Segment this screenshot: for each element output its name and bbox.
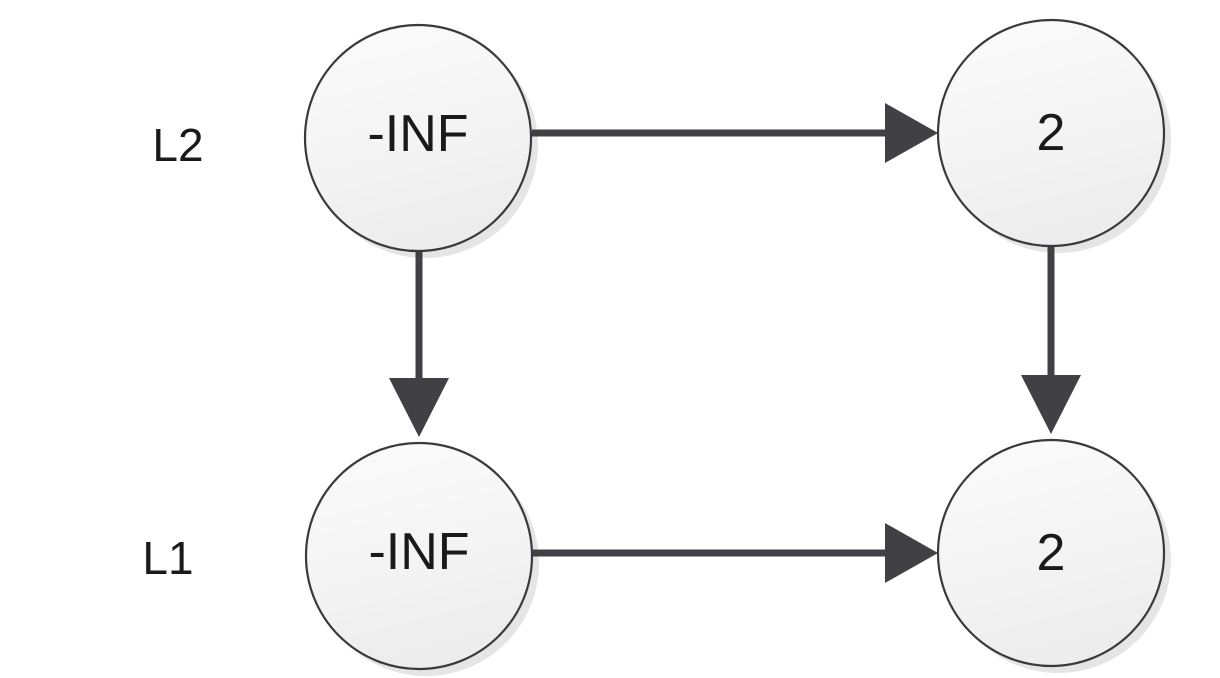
edge-l1-left-to-l1-right[interactable]: [533, 523, 938, 583]
edge-l2-left-to-l2-right[interactable]: [532, 103, 938, 163]
node-l2-right-circle: [936, 18, 1166, 248]
arrowhead-left-down: [389, 378, 449, 437]
node-l1-left[interactable]: -INF: [304, 441, 534, 671]
arrowhead-bottom-right: [885, 523, 938, 583]
node-l2-right[interactable]: 2: [936, 18, 1166, 248]
node-l1-right-label: 2: [1037, 524, 1066, 582]
node-l1-left-circle: [304, 441, 534, 671]
edge-l2-right-to-l1-right[interactable]: [1021, 247, 1081, 434]
edge-l2-left-to-l1-left[interactable]: [389, 251, 449, 437]
node-l2-left[interactable]: -INF: [303, 23, 533, 253]
node-l2-left-circle: [303, 23, 533, 253]
node-l1-right-circle: [936, 438, 1166, 668]
layer-label-l1: L1: [142, 532, 193, 584]
node-l1-left-label: -INF: [368, 523, 469, 581]
arrowhead-right-down: [1021, 375, 1081, 434]
layer-label-l2: L2: [152, 119, 203, 171]
node-l2-left-label: -INF: [367, 105, 468, 163]
node-l2-right-label: 2: [1037, 104, 1066, 162]
arrowhead-top-right: [885, 103, 938, 163]
node-l1-right[interactable]: 2: [936, 438, 1166, 668]
